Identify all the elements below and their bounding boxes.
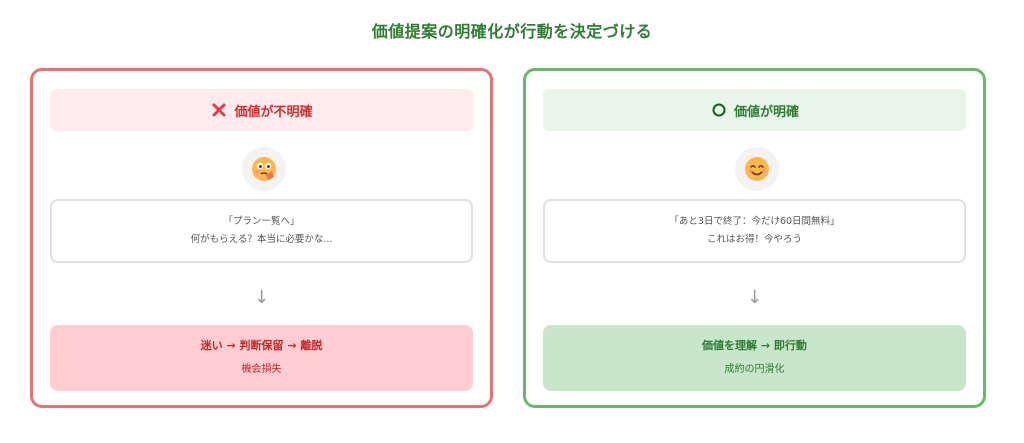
clear-result-main: 価値を理解 → 即行動 [702, 339, 807, 352]
page-title: 価値提案の明確化が行動を決定づける [371, 22, 653, 41]
unclear-value-header-label: 価値が不明確 [234, 104, 313, 120]
unclear-value-quote: 「プラン一覧へ」 何がもらえる？本当に必要かな... [50, 199, 473, 263]
down-arrow-icon: ↓ [253, 287, 270, 308]
cross-icon [210, 101, 228, 119]
clear-value-panel: 価値が明確 「あと3日で終了：今だけ60日間無料」 これはお得！今やろう ↓ 価… [523, 68, 986, 408]
clear-value-quote: 「あと3日で終了：今だけ60日間無料」 これはお得！今やろう [543, 199, 966, 263]
unclear-result-main: 迷い → 判断保留 → 離脱 [200, 339, 323, 352]
clear-quote-line-2: これはお得！今やろう [706, 234, 802, 245]
clear-value-result: 価値を理解 → 即行動 成約の円滑化 [543, 325, 966, 391]
clear-quote-line-1: 「あと3日で終了：今だけ60日間無料」 [669, 216, 840, 227]
clear-value-header: 価値が明確 [543, 89, 966, 131]
smiling-face-icon [735, 147, 779, 191]
confused-thinking-face-icon [242, 147, 286, 191]
down-arrow-icon: ↓ [746, 287, 763, 308]
clear-value-header-label: 価値が明確 [733, 104, 799, 120]
unclear-quote-line-2: 何がもらえる？本当に必要かな... [190, 234, 333, 245]
unclear-value-panel: 価値が不明確 「プラン一覧へ」 何がもらえる？本当に必要かな... ↓ 迷い →… [30, 68, 493, 408]
unclear-value-header: 価値が不明確 [50, 89, 473, 131]
circle-icon [710, 101, 728, 119]
unclear-result-sub: 機会損失 [241, 364, 282, 375]
unclear-value-result: 迷い → 判断保留 → 離脱 機会損失 [50, 325, 473, 391]
clear-result-sub: 成約の円滑化 [724, 364, 785, 375]
unclear-quote-line-1: 「プラン一覧へ」 [223, 216, 300, 227]
